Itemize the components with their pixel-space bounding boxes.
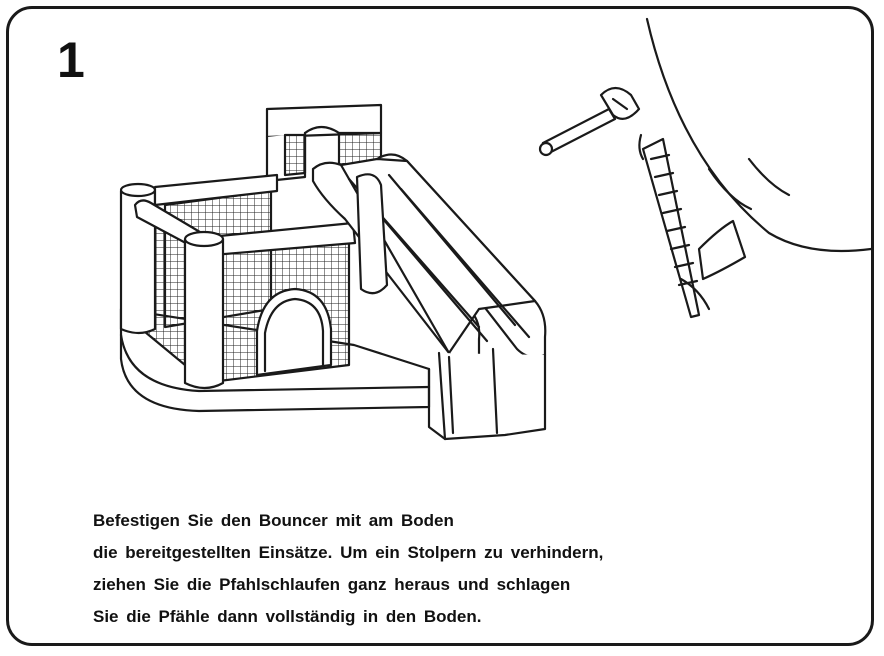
stake-mallet-detail xyxy=(540,19,871,317)
instruction-text: Befestigen Sie den Bouncer mit am Boden … xyxy=(93,505,813,633)
bouncy-castle xyxy=(121,105,545,439)
instruction-panel: 1 xyxy=(6,6,874,646)
instruction-line: die bereitgestellten Einsätze. Um ein St… xyxy=(93,537,813,569)
instruction-line: ziehen Sie die Pfahlschlaufen ganz herau… xyxy=(93,569,813,601)
instruction-line: Befestigen Sie den Bouncer mit am Boden xyxy=(93,505,813,537)
instruction-line: Sie die Pfähle dann vollständig in den B… xyxy=(93,601,813,633)
